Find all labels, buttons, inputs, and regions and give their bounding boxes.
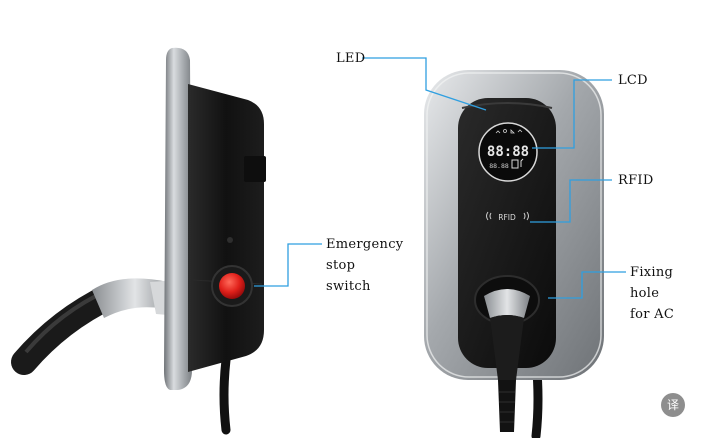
lcd-digits: 88:88 [487, 144, 529, 160]
label-fixing-hole: Fixing hole for AC [630, 265, 675, 322]
callout-lines [254, 57, 626, 299]
translate-button[interactable]: 译 [661, 393, 685, 417]
rfid-badge-label: RFID [498, 213, 516, 222]
side-view-charger [11, 47, 266, 435]
lcd-small-digits: 88.88 [489, 162, 509, 170]
label-rfid: RFID [618, 173, 654, 188]
label-emergency-stop-switch: Emergency stop switch [326, 237, 404, 294]
emergency-stop-button [219, 273, 245, 299]
callout-led [362, 57, 487, 111]
label-led: LED [336, 51, 366, 66]
lcd-screen [478, 122, 538, 182]
label-lcd: LCD [618, 73, 648, 88]
callout-emergency-stop [254, 243, 322, 287]
callout-lcd [532, 79, 612, 149]
callout-rfid [530, 179, 612, 223]
front-view-charger [424, 70, 604, 438]
callout-fixing-hole [548, 271, 626, 299]
